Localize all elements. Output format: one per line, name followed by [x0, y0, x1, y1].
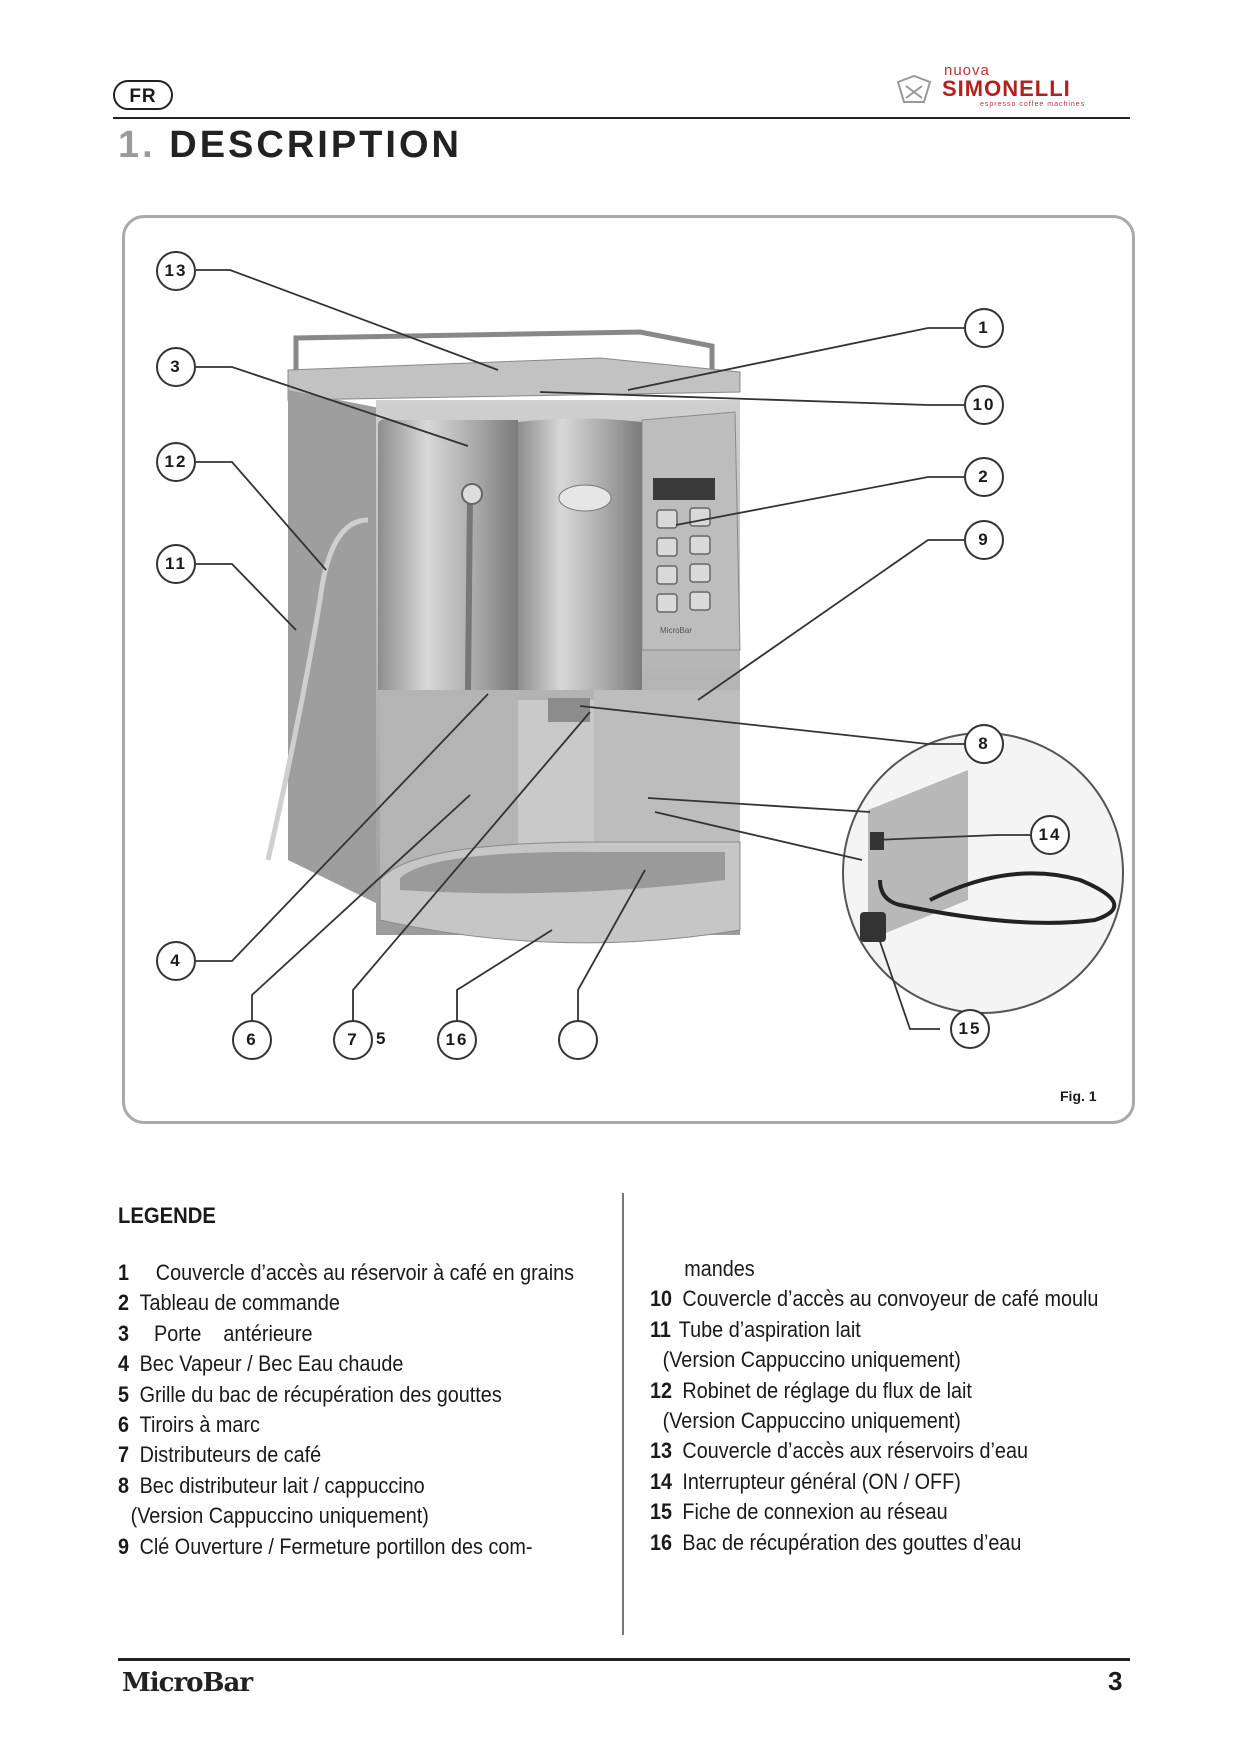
footer-rule — [118, 1658, 1130, 1661]
callout-8: 8 — [964, 724, 1004, 764]
left-side-panel — [288, 390, 380, 905]
legend-item-continuation: mandes — [650, 1254, 1098, 1284]
figure-caption: Fig. 1 — [1060, 1088, 1097, 1104]
legend-item-continuation: (Version Cappuccino uniquement) — [650, 1345, 1098, 1375]
top-lid — [288, 358, 740, 400]
center-panel — [518, 419, 642, 691]
callout-3: 3 — [156, 347, 196, 387]
callout-blank — [558, 1020, 598, 1060]
legend-item-continuation: (Version Cappuccino uniquement) — [118, 1501, 574, 1531]
callout-4: 4 — [156, 941, 196, 981]
steam-wand — [468, 495, 470, 690]
callout-2: 2 — [964, 457, 1004, 497]
callout-9: 9 — [964, 520, 1004, 560]
callout-7: 7 — [333, 1020, 373, 1060]
panel-brand-text: MicroBar — [660, 626, 692, 635]
callout-12: 12 — [156, 442, 196, 482]
front-door — [378, 420, 518, 690]
legend-title: LEGENDE — [118, 1203, 216, 1229]
callout-14: 14 — [1030, 815, 1070, 855]
control-display — [653, 478, 715, 500]
callout-13: 13 — [156, 251, 196, 291]
brand-badge — [559, 485, 611, 511]
callout-15: 15 — [950, 1009, 990, 1049]
callout-16: 16 — [437, 1020, 477, 1060]
callout-10: 10 — [964, 385, 1004, 425]
callout-11: 11 — [156, 544, 196, 584]
legend-item-continuation: (Version Cappuccino uniquement) — [650, 1406, 1098, 1436]
power-plug — [860, 912, 886, 942]
page-number: 3 — [1108, 1666, 1122, 1697]
callout-1: 1 — [964, 308, 1004, 348]
column-divider — [622, 1193, 624, 1635]
detail-main-switch — [870, 832, 884, 850]
callout-6: 6 — [232, 1020, 272, 1060]
callout-5-label: 5 — [376, 1029, 385, 1049]
control-panel — [642, 412, 740, 650]
footer-brand-logo: MicroBar — [122, 1668, 252, 1698]
